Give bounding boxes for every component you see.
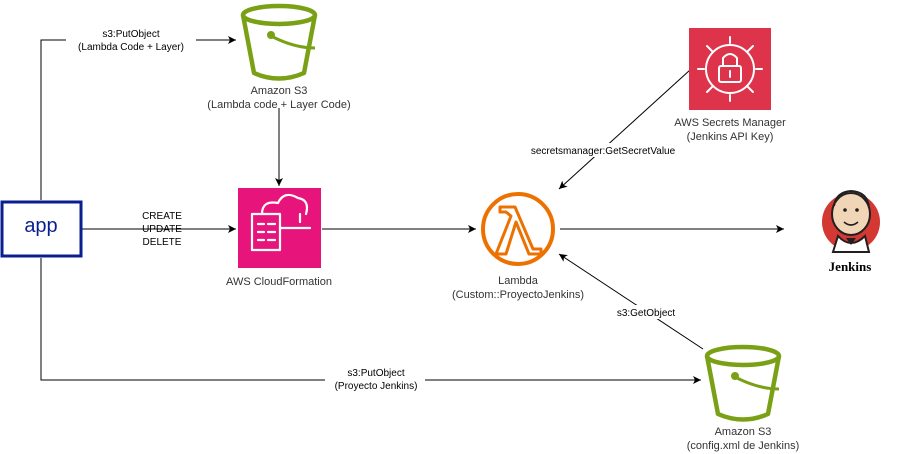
s3-config-node: Amazon S3 (config.xml de Jenkins) — [687, 344, 800, 452]
edge-put-code-line1: s3:PutObject — [102, 29, 159, 40]
edge-put-code-line2: (Lambda Code + Layer) — [78, 42, 184, 53]
lambda-title: Lambda — [498, 275, 539, 287]
cloudformation-glyph — [250, 193, 312, 252]
edge-app-to-s3-code — [40, 36, 236, 200]
lambda-subtitle: (Custom::ProyectoJenkins) — [452, 289, 584, 301]
edge-put-project-line2: (Proyecto Jenkins) — [335, 381, 418, 392]
edge-crud-line3: DELETE — [143, 237, 182, 248]
edge-label-put-project: s3:PutObject (Proyecto Jenkins) — [325, 366, 425, 394]
s3-code-subtitle: (Lambda code + Layer Code) — [207, 99, 350, 111]
edge-label-crud: CREATE UPDATE DELETE — [142, 211, 182, 248]
edge-secrets-to-lambda — [558, 69, 691, 190]
edge-label-get-secret: secretsmanager:GetSecretValue — [520, 143, 686, 157]
s3-bucket-icon — [240, 3, 318, 81]
edge-crud-line1: CREATE — [142, 211, 182, 222]
secrets-glyph — [697, 36, 763, 102]
edge-app-to-s3-config — [40, 258, 701, 384]
jenkins-logo — [822, 189, 880, 253]
jenkins-node: Jenkins — [822, 189, 880, 274]
app-node: app — [0, 200, 83, 258]
jenkins-label: Jenkins — [829, 259, 872, 274]
s3-bucket-icon — [704, 344, 782, 422]
edge-label-get-object: s3:GetObject — [610, 305, 682, 319]
edge-get-secret-line1: secretsmanager:GetSecretValue — [531, 146, 676, 157]
edge-label-put-code: s3:PutObject (Lambda Code + Layer) — [66, 26, 196, 54]
s3-code-title: Amazon S3 — [251, 85, 308, 97]
connectors — [40, 36, 784, 384]
s3-config-subtitle: (config.xml de Jenkins) — [687, 440, 800, 452]
s3-code-node: Amazon S3 (Lambda code + Layer Code) — [207, 3, 351, 111]
edge-put-project-line1: s3:PutObject — [347, 368, 404, 379]
app-box — [0, 200, 83, 258]
app-label: app — [24, 215, 57, 237]
lambda-node: Lambda (Custom::ProyectoJenkins) — [452, 192, 584, 301]
edge-crud-line2: UPDATE — [142, 224, 182, 235]
cloudformation-title: AWS CloudFormation — [226, 276, 332, 288]
secrets-subtitle: (Jenkins API Key) — [687, 131, 774, 143]
cloudformation-node: AWS CloudFormation — [226, 188, 332, 288]
edge-s3-config-to-lambda — [558, 253, 704, 350]
s3-config-title: Amazon S3 — [715, 426, 772, 438]
edge-get-object-line1: s3:GetObject — [617, 308, 676, 319]
secrets-title: AWS Secrets Manager — [674, 117, 786, 129]
lambda-glyph — [494, 205, 543, 256]
secrets-node: AWS Secrets Manager (Jenkins API Key) — [674, 28, 786, 143]
